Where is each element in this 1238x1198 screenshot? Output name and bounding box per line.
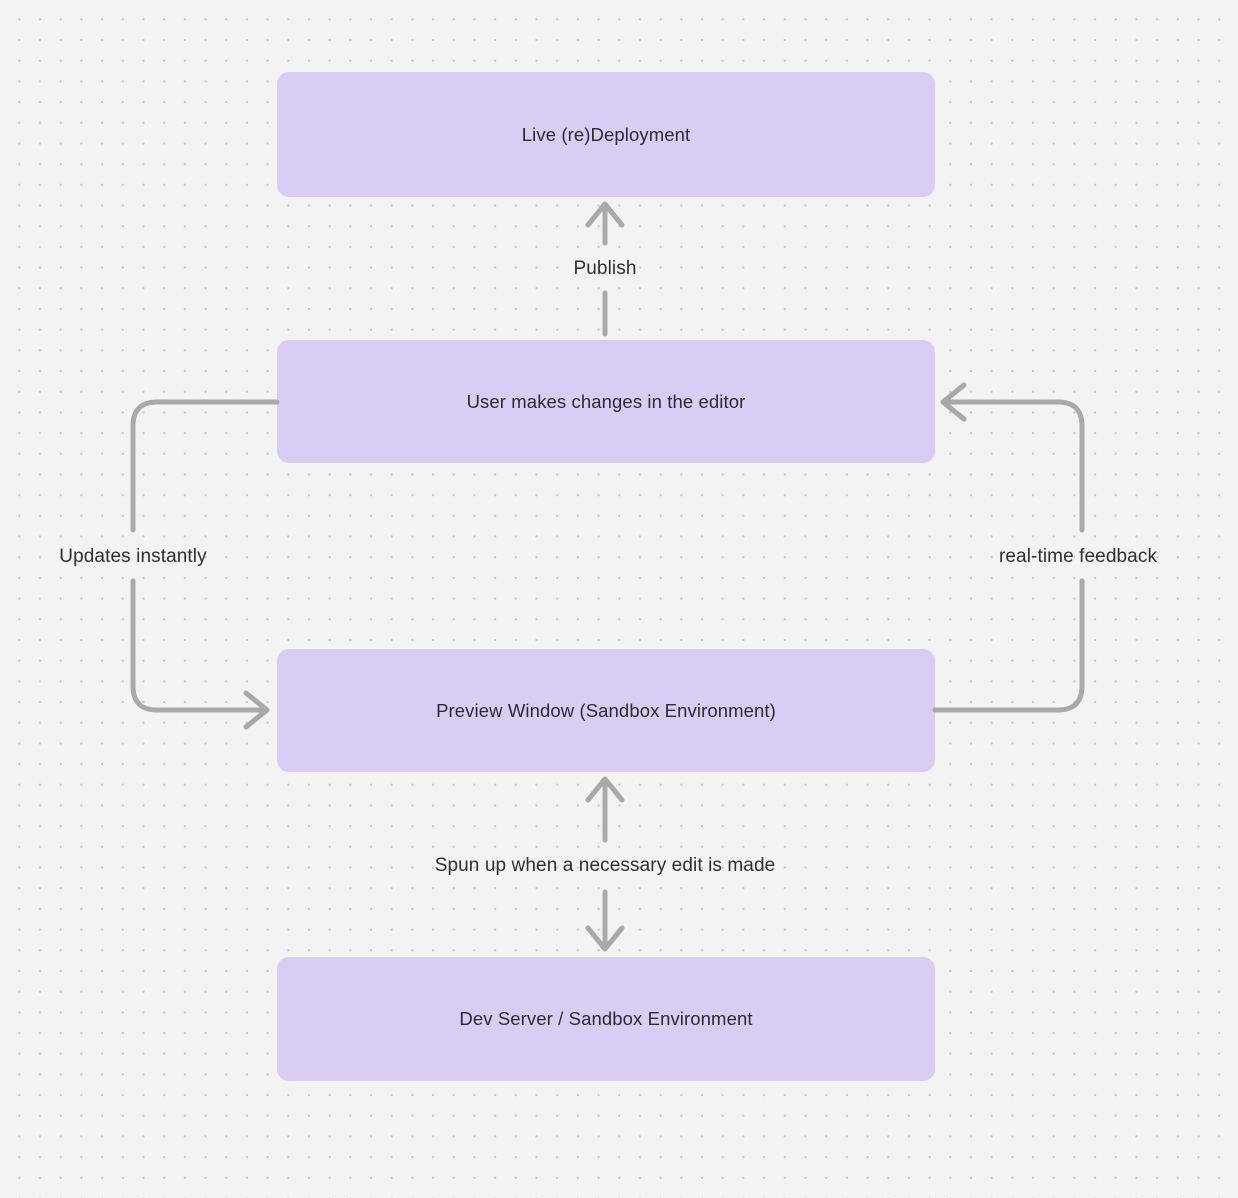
node-preview-window-label: Preview Window (Sandbox Environment): [436, 699, 776, 721]
publish-arrow: [585, 201, 625, 337]
edge-label-real-time-feedback: real-time feedback: [998, 546, 1158, 567]
spun-up-arrow-up: [585, 776, 625, 843]
node-editor-changes: User makes changes in the editor: [277, 340, 935, 463]
node-live-redeployment-label: Live (re)Deployment: [521, 123, 691, 145]
updates-instantly-arrow: [130, 399, 280, 730]
edge-label-spun-up: Spun up when a necessary edit is made: [434, 855, 776, 876]
node-preview-window: Preview Window (Sandbox Environment): [277, 649, 935, 772]
node-dev-server-label: Dev Server / Sandbox Environment: [459, 1008, 753, 1029]
edge-label-publish: Publish: [573, 258, 637, 279]
real-time-feedback-arrow: [932, 382, 1085, 713]
node-live-redeployment: Live (re)Deployment: [277, 72, 935, 197]
node-editor-changes-label: User makes changes in the editor: [466, 390, 746, 412]
edge-label-updates-instantly: Updates instantly: [59, 546, 207, 567]
spun-up-arrow-down: [585, 889, 625, 952]
node-dev-server: Dev Server / Sandbox Environment: [277, 957, 935, 1081]
